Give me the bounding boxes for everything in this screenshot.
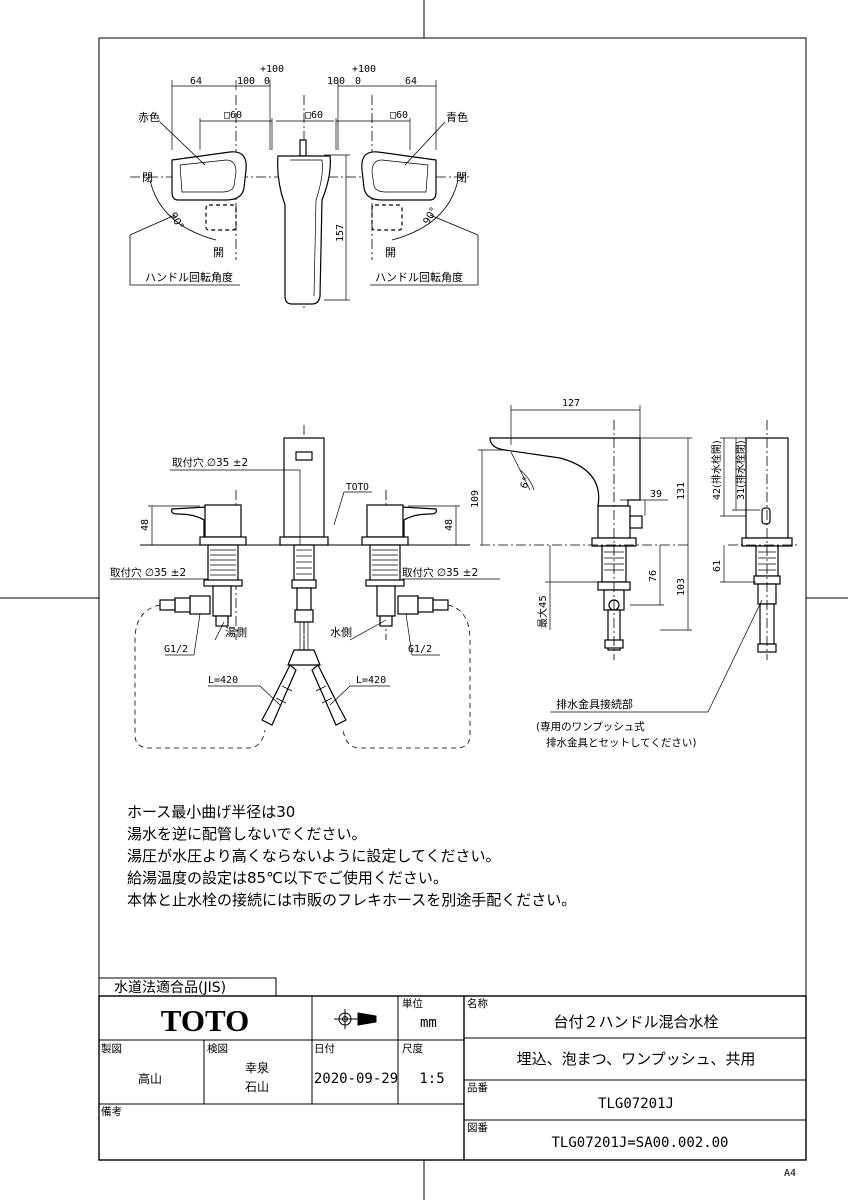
angle-left-label: 90°: [167, 211, 185, 232]
title-block-text: 水道法適合品(JIS) TOTO 単位 mm 名称 台付２ハンドル混合水栓 埋込…: [101, 979, 796, 1179]
g12-right-label: G1/2: [408, 644, 432, 655]
blue-label: 青色: [446, 110, 468, 124]
check-value-2: 石山: [245, 1080, 269, 1094]
drawing-no-label: 図番: [467, 1122, 488, 1134]
name-line1: 台付２ハンドル混合水栓: [553, 1013, 718, 1031]
remarks-label: 備考: [101, 1105, 122, 1118]
dim-61: 61: [712, 560, 723, 572]
dim-0-left: 0: [264, 76, 270, 87]
jis-label: 水道法適合品(JIS): [114, 979, 226, 996]
dim-76: 76: [648, 570, 659, 582]
made-value: 高山: [138, 1071, 162, 1086]
note-line: 湯水を逆に配管しないでください。: [127, 825, 367, 843]
dim-127: 127: [562, 398, 580, 409]
drain-open-label: (排水栓開): [710, 440, 723, 488]
dim-plus100-left: +100: [260, 64, 284, 75]
product-no: TLG07201J: [598, 1096, 674, 1112]
third-angle-projection-icon: [334, 1009, 377, 1029]
note-line: 湯圧が水圧より高くならないように設定してください。: [127, 847, 501, 865]
dim-100-right: 100: [327, 76, 345, 87]
toto-logo: TOTO: [161, 1003, 249, 1038]
dim-64-right: 64: [405, 76, 417, 87]
notes: ホース最小曲げ半径は30 湯水を逆に配管しないでください。 湯圧が水圧より高くな…: [127, 803, 576, 909]
scale-label: 尺度: [402, 1042, 423, 1055]
name-line2: 埋込、泡まつ、ワンプッシュ、共用: [517, 1050, 756, 1068]
dim-103: 103: [676, 578, 687, 596]
drawing-no: TLG07201J=SA00.002.00: [551, 1135, 728, 1151]
drain-note-2: 排水金具とセットしてください): [546, 736, 696, 749]
max45-label: 最大45: [536, 595, 549, 628]
check-value-1: 幸泉: [245, 1061, 269, 1075]
hot-side-label: 湯側: [225, 626, 247, 639]
sq60-right: □60: [390, 110, 408, 121]
unit-label: 単位: [402, 997, 423, 1010]
open-right-label: 開: [385, 246, 396, 259]
date-value: 2020-09-29: [314, 1071, 398, 1087]
dim-131: 131: [676, 482, 687, 500]
front-view: 取付穴 ∅35 ±2 取付穴 ∅35 ±2 取付穴 ∅35 ±2 TOTO 48…: [110, 425, 500, 749]
dim-157: 157: [335, 224, 346, 242]
dim-64-left: 64: [190, 76, 202, 87]
note-line: 本体と止水栓の接続には市販のフレキホースを別途手配ください。: [127, 891, 576, 909]
hose-right-label: L=420: [356, 675, 386, 686]
side-view: 127 109 131 39 6° 76 103 最大45 (排水栓開) (排水…: [470, 398, 800, 749]
g12-left-label: G1/2: [164, 644, 188, 655]
dim-109: 109: [470, 490, 481, 508]
dim-100-left: 100: [237, 76, 255, 87]
paper-size: A4: [784, 1168, 796, 1179]
angle-right-label: 90°: [422, 206, 440, 227]
close-left-label: 閉: [142, 171, 153, 184]
scale-value: 1:5: [419, 1071, 444, 1087]
unit-value: mm: [420, 1015, 437, 1031]
mount-hole-top-label: 取付穴 ∅35 ±2: [172, 456, 248, 469]
angle-6: 6°: [519, 475, 533, 490]
hose-left-label: L=420: [208, 675, 238, 686]
product-no-label: 品番: [467, 1082, 488, 1094]
cold-side-label: 水側: [330, 626, 352, 639]
rotation-right-label: ハンドル回転角度: [375, 270, 463, 284]
check-label: 検図: [207, 1042, 228, 1055]
date-label: 日付: [314, 1042, 335, 1055]
drain-note-1: (専用のワンプッシュ式: [536, 720, 645, 733]
note-line: 給湯温度の設定は85℃以下でご使用ください。: [127, 869, 448, 887]
mount-hole-left-label: 取付穴 ∅35 ±2: [110, 566, 186, 579]
rotation-left-label: ハンドル回転角度: [145, 270, 233, 284]
drain-closed-label: (排水栓閉): [734, 440, 747, 488]
toto-mark-label: TOTO: [346, 482, 369, 493]
made-label: 製図: [101, 1042, 122, 1055]
open-left-label: 開: [213, 246, 224, 259]
top-view: 赤色 青色 閉 閉 開 開 90° 90° ハンドル回転角度 ハンドル回転角度 …: [129, 64, 479, 310]
title-block: [98, 977, 807, 1161]
dim-39: 39: [650, 489, 662, 500]
dim-48-right: 48: [444, 519, 455, 531]
close-right-label: 閉: [456, 171, 467, 184]
dim-31: 31: [736, 488, 747, 500]
drain-connect-label: 排水金具接続部: [556, 697, 633, 711]
sq60-left: □60: [224, 110, 242, 121]
dim-0-right: 0: [355, 76, 361, 87]
mount-hole-right-label: 取付穴 ∅35 ±2: [402, 566, 478, 579]
dim-plus100-right: +100: [352, 64, 376, 75]
name-label: 名称: [467, 997, 488, 1010]
dim-48-left: 48: [140, 519, 151, 531]
note-line: ホース最小曲げ半径は30: [127, 803, 295, 821]
dim-42: 42: [712, 488, 723, 500]
red-label: 赤色: [138, 110, 160, 124]
sq60-center: □60: [305, 110, 323, 121]
